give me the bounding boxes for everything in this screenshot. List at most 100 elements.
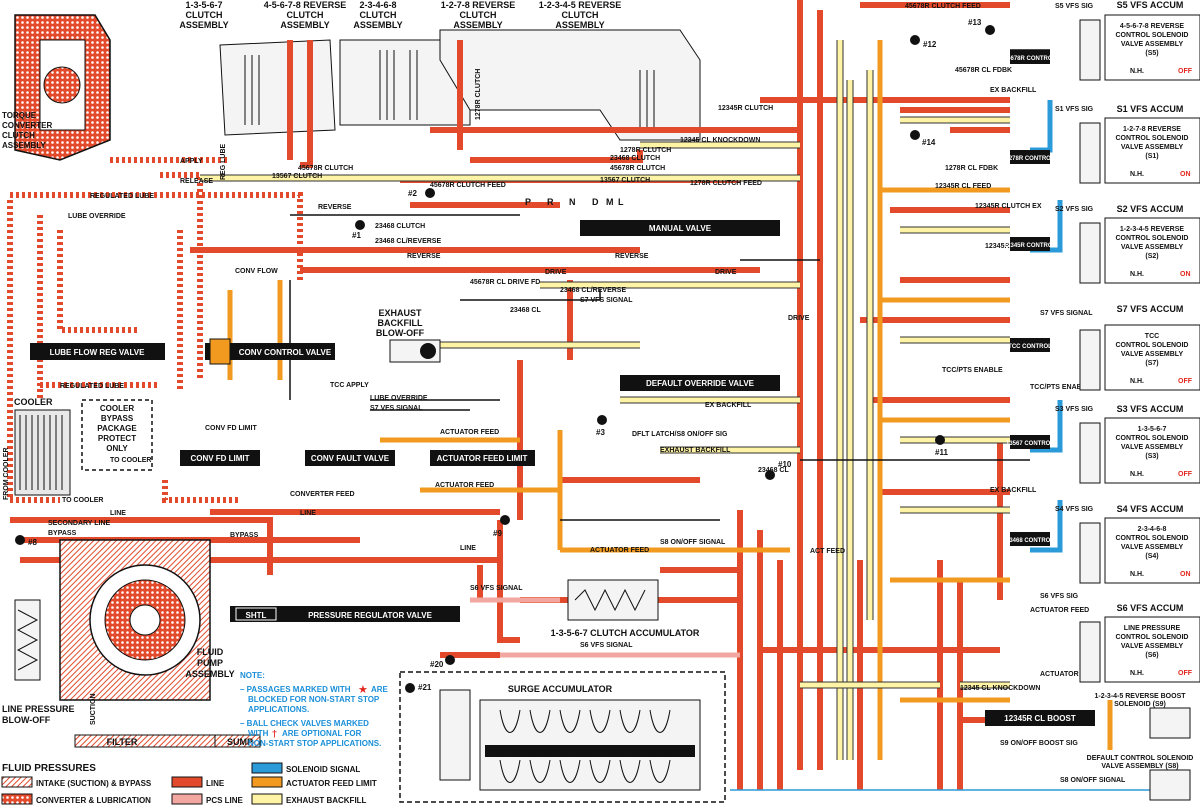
s7-accum-label: S7 VFS ACCUM bbox=[1117, 304, 1184, 314]
actuator-feed-label: ACTUATOR FEED bbox=[440, 429, 499, 436]
line-label-3: LINE bbox=[460, 545, 476, 552]
c1-label: 45678R CLUTCH FEED bbox=[905, 3, 981, 10]
conv-fault-valve bbox=[305, 450, 395, 466]
c6-label: 12345R CLUTCH EX bbox=[975, 203, 1042, 210]
clutch-assembly-drawing bbox=[219, 29, 701, 141]
clutch-1-label-1: 1-3-5-6-7 bbox=[185, 0, 222, 10]
c3-label: 1278R CLUTCH bbox=[475, 69, 482, 120]
cooler-label: COOLER bbox=[14, 397, 53, 407]
ball-check-14 bbox=[910, 130, 920, 140]
act-feed-label: ACT FEED bbox=[810, 548, 845, 555]
solenoid-s1 bbox=[1010, 117, 1200, 184]
gear-r: R bbox=[547, 197, 554, 207]
s4-vfs-sig: S4 VFS SIG bbox=[1055, 506, 1094, 513]
s3-nh: N.H. bbox=[1130, 471, 1144, 478]
note-line2a: – BALL CHECK VALVES MARKED bbox=[240, 719, 369, 728]
s4-accum-label: S4 VFS ACCUM bbox=[1117, 504, 1184, 514]
solenoid-s4 bbox=[1010, 517, 1200, 584]
fluid-pump-label-2: PUMP bbox=[197, 658, 223, 668]
legend: FLUID PRESSURES INTAKE (SUCTION) & BYPAS… bbox=[1, 762, 377, 805]
actuator-feed-label-5: ACTUATOR FEED bbox=[1040, 671, 1099, 678]
star-icon: ★ bbox=[358, 683, 368, 696]
filter-sump bbox=[74, 734, 261, 748]
legend-label-converter: CONVERTER & LUBRICATION bbox=[36, 796, 151, 805]
c7-label-2: 12345 CL KNOCKDOWN bbox=[960, 685, 1040, 692]
passages bbox=[7, 0, 1180, 791]
s6-state: OFF bbox=[1178, 670, 1193, 677]
suction-label: SUCTION bbox=[90, 694, 97, 726]
cooler-bypass-label-4: PROTECT bbox=[98, 434, 136, 443]
clutch-2-label-2: CLUTCH bbox=[287, 10, 324, 20]
lube-flow-reg-valve bbox=[30, 343, 165, 360]
c5-label: 12345R CLUTCH bbox=[718, 105, 773, 112]
tcc-pts-enable-label-2: TCC/PTS ENABLE bbox=[1030, 384, 1091, 391]
s4-nh: N.H. bbox=[1130, 571, 1144, 578]
note-line1c: BLOCKED FOR NON-START STOP bbox=[248, 695, 380, 704]
clutch-3-label-3: ASSEMBLY bbox=[353, 20, 402, 30]
c3-label-2: 1278R CLUTCH bbox=[620, 147, 671, 154]
ball-check-11-label: #11 bbox=[935, 448, 948, 457]
reverse-label: REVERSE bbox=[318, 204, 352, 211]
s1-nh: N.H. bbox=[1130, 171, 1144, 178]
ball-check-2-label: #2 bbox=[408, 189, 417, 198]
s2-nh: N.H. bbox=[1130, 271, 1144, 278]
ball-check-12-label: #12 bbox=[923, 40, 937, 49]
conv-fd-limit-valve bbox=[180, 450, 260, 466]
default-solenoid-label-2: VALVE ASSEMBLY (S8) bbox=[1101, 763, 1178, 770]
s1-vfs-sig: S1 VFS SIG bbox=[1055, 106, 1094, 113]
sump-label: SUMP bbox=[227, 737, 253, 747]
torque-converter-label-2: CONVERTER bbox=[2, 121, 52, 130]
converter-feed-label: CONVERTER FEED bbox=[290, 491, 355, 498]
manual-valve bbox=[580, 220, 780, 236]
s3-accum-label: S3 VFS ACCUM bbox=[1117, 404, 1184, 414]
note-line2c: ARE OPTIONAL FOR bbox=[282, 729, 362, 738]
cooler bbox=[14, 409, 71, 496]
s4-desc-2: CONTROL SOLENOID bbox=[1116, 535, 1189, 542]
fluid-pump-label-3: ASSEMBLY bbox=[185, 669, 234, 679]
s4-desc-3: VALVE ASSEMBLY bbox=[1121, 544, 1184, 551]
ball-check-13 bbox=[985, 25, 995, 35]
s2-desc-3: VALVE ASSEMBLY bbox=[1121, 244, 1184, 251]
ball-check-11 bbox=[935, 435, 945, 445]
c15-label: 12345R CL FEED bbox=[935, 183, 991, 190]
s5-nh: N.H. bbox=[1130, 68, 1144, 75]
ball-check-3 bbox=[597, 415, 607, 425]
ball-check-1 bbox=[355, 220, 365, 230]
dflt-latch-label: DFLT LATCH/S8 ON/OFF SIG bbox=[632, 431, 728, 438]
clutch-2-label-1: 4-5-6-7-8 REVERSE bbox=[264, 0, 347, 10]
s6-nh: N.H. bbox=[1130, 670, 1144, 677]
s5-vfs-sig: S5 VFS SIG bbox=[1055, 3, 1094, 10]
note-title: NOTE: bbox=[240, 671, 265, 680]
solenoid-s8 bbox=[1149, 769, 1191, 801]
ball-check-12 bbox=[910, 35, 920, 45]
s7-desc-3: VALVE ASSEMBLY bbox=[1121, 351, 1184, 358]
s8-onoff-signal-label: S8 ON/OFF SIGNAL bbox=[660, 539, 726, 546]
solenoid-s9 bbox=[1149, 707, 1191, 739]
surge-accumulator-label: SURGE ACCUMULATOR bbox=[508, 684, 613, 694]
s1-desc-2: CONTROL SOLENOID bbox=[1116, 135, 1189, 142]
to-cooler-label: TO COOLER bbox=[110, 457, 151, 464]
gear-p: P bbox=[525, 197, 531, 207]
s7-vfs-signal-label-2: S7 VFS SIGNAL bbox=[370, 405, 423, 412]
legend-label-actuator: ACTUATOR FEED LIMIT bbox=[286, 779, 377, 788]
ex-backfill-label-2: EX BACKFILL bbox=[990, 487, 1037, 494]
clutch-3-label-2: CLUTCH bbox=[360, 10, 397, 20]
torque-converter-label-1: TORQUE bbox=[2, 111, 37, 120]
gear-n: N bbox=[569, 197, 576, 207]
drive-label: DRIVE bbox=[545, 269, 567, 276]
solenoid-s6 bbox=[1079, 616, 1200, 683]
note-line1b: ARE bbox=[371, 685, 389, 694]
ball-check-10 bbox=[765, 470, 775, 480]
torque-converter-label-4: ASSEMBLY bbox=[2, 141, 46, 150]
bypass-label-2: BYPASS bbox=[230, 532, 259, 539]
legend-swatch-pcs bbox=[171, 793, 203, 805]
clutch-accumulator-label: 1-3-5-6-7 CLUTCH ACCUMULATOR bbox=[551, 628, 700, 638]
c14-label: 1278R CLUTCH FEED bbox=[690, 180, 762, 187]
c7-label: 12345 CL KNOCKDOWN bbox=[680, 137, 760, 144]
manual-valve-label: MANUAL VALVE bbox=[649, 224, 712, 233]
legend-label-line: LINE bbox=[206, 779, 225, 788]
cooler-bypass-label-3: PACKAGE bbox=[97, 424, 137, 433]
pressure-regulator-valve bbox=[230, 606, 460, 622]
lube-override-label-2: LUBE OVERRIDE bbox=[370, 395, 428, 402]
note-line2d: NON-START STOP APPLICATIONS. bbox=[248, 739, 381, 748]
